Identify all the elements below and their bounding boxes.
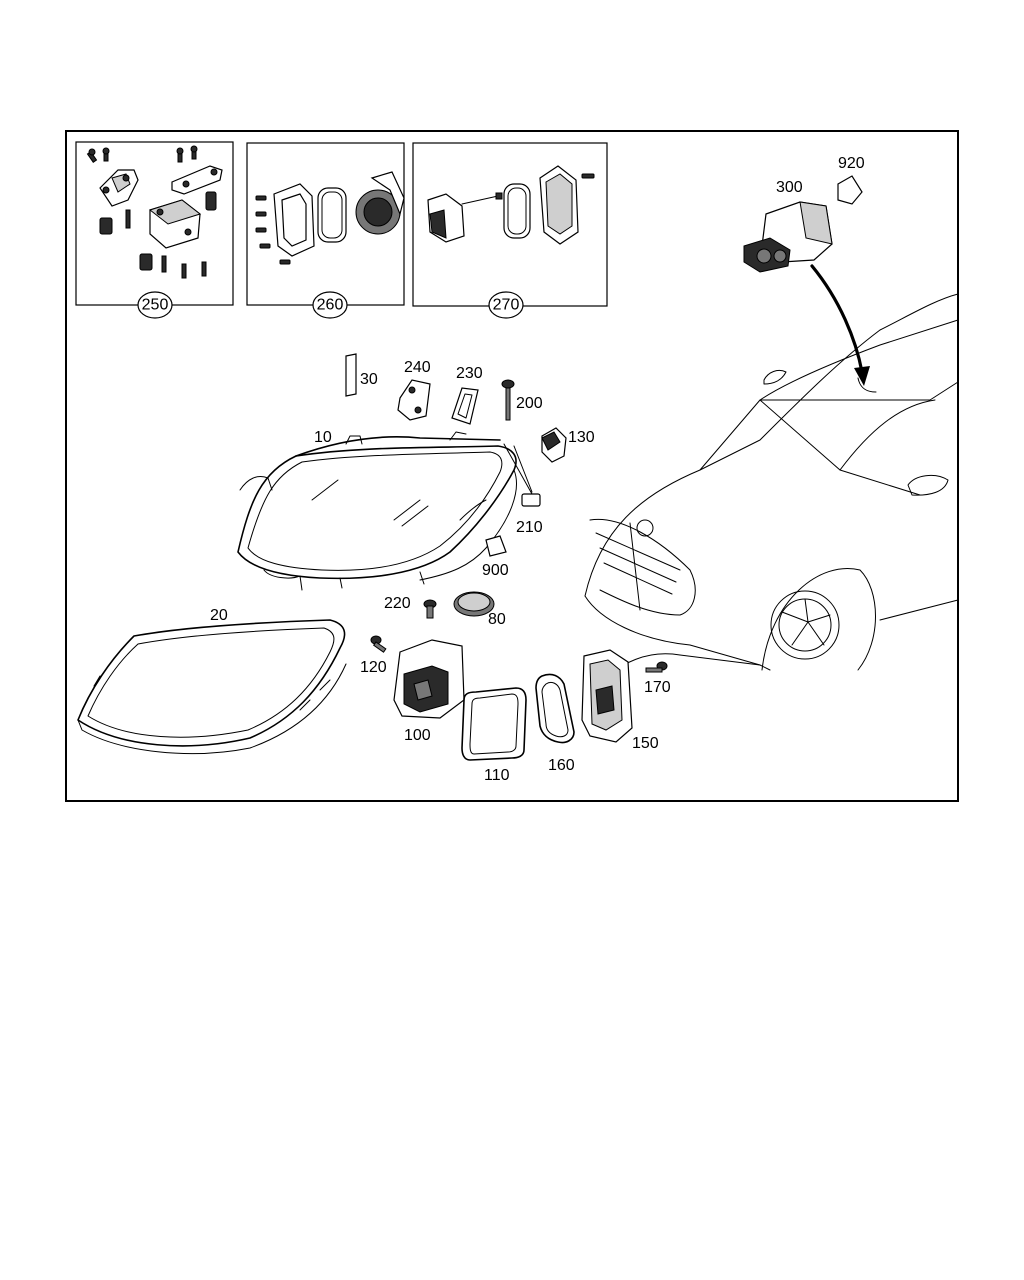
callout-10: 10 [314, 429, 332, 446]
part-240-bracket [397, 379, 431, 421]
callout-240: 240 [404, 359, 431, 376]
part-120-screw [370, 635, 387, 653]
headlamp-assembly-10 [237, 431, 517, 591]
part-80-cap [453, 591, 495, 617]
kit-box-270: 270 [412, 142, 608, 319]
part-210-clip [521, 493, 541, 507]
callout-920: 920 [838, 155, 865, 172]
kit-260-label: 260 [317, 297, 344, 314]
kit-270-label: 270 [493, 297, 520, 314]
label-sticker-920 [837, 175, 863, 205]
callout-30: 30 [360, 371, 378, 388]
part-130-actuator [541, 427, 567, 463]
callout-160: 160 [548, 757, 575, 774]
kit-box-260: 260 [246, 142, 405, 319]
car-outline [584, 293, 959, 691]
part-200-screw [501, 379, 515, 421]
camera-module-300 [743, 201, 833, 273]
callout-230: 230 [456, 365, 483, 382]
callout-100: 100 [404, 727, 431, 744]
callout-150: 150 [632, 735, 659, 752]
callout-110: 110 [484, 767, 510, 784]
camera-arrowhead [854, 366, 870, 386]
callout-80: 80 [488, 611, 506, 628]
callout-300: 300 [776, 179, 803, 196]
part-220-bolt [423, 599, 437, 619]
part-110-gasket [461, 687, 527, 761]
part-170-screw [645, 661, 668, 673]
part-230-gasket [451, 387, 479, 425]
callout-900: 900 [482, 562, 509, 579]
callout-120: 120 [360, 659, 387, 676]
part-100-control-module [393, 639, 465, 719]
callout-200: 200 [516, 395, 543, 412]
callout-130: 130 [568, 429, 595, 446]
bracket-kit-parts [86, 145, 223, 279]
part-160-gasket [535, 673, 575, 744]
callout-210: 210 [516, 519, 543, 536]
kit-box-250: 250 [75, 141, 234, 319]
headlamp-lens-20 [77, 619, 347, 755]
diagram-frame [65, 130, 959, 802]
module-kit-parts [255, 171, 405, 265]
kit-250-label: 250 [142, 297, 169, 314]
control-unit-kit-parts [427, 165, 595, 245]
callout-20: 20 [210, 607, 228, 624]
part-900-tag [485, 535, 507, 557]
callout-220: 220 [384, 595, 411, 612]
part-150-control-module [581, 649, 633, 743]
camera-arrow [810, 264, 864, 374]
callout-170: 170 [644, 679, 671, 696]
part-30-label-card [345, 353, 357, 397]
